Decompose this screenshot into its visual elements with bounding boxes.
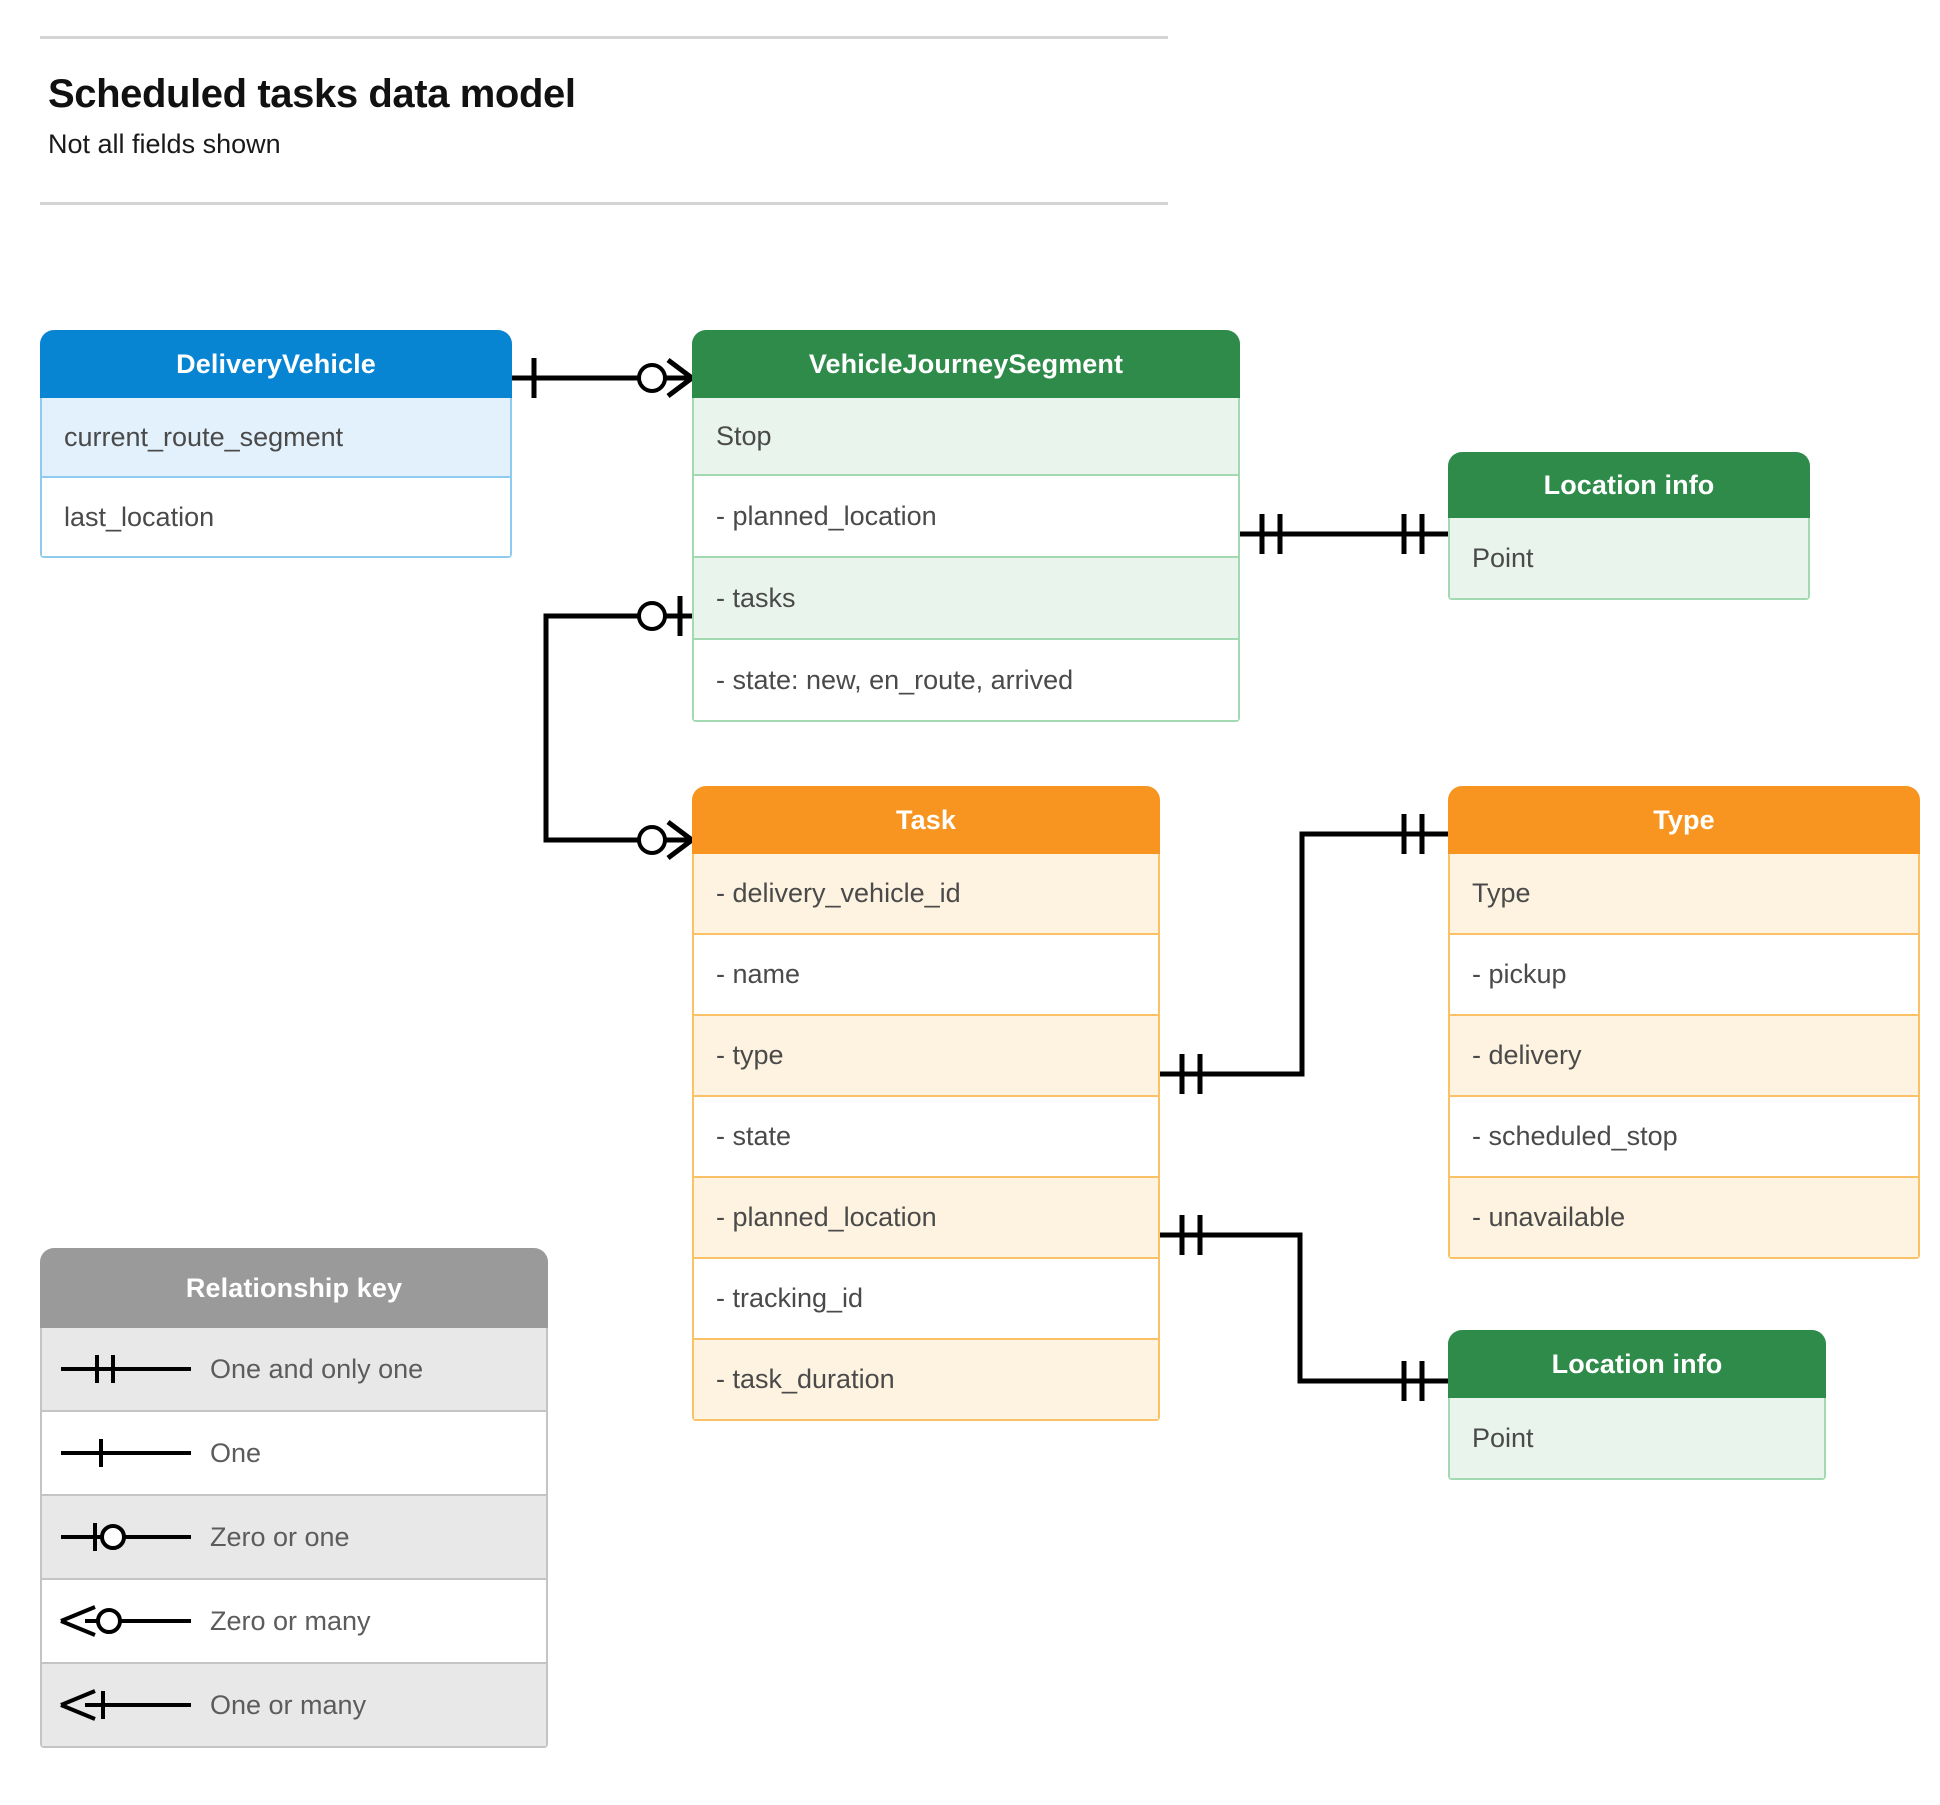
one-or-many-icon [42, 1685, 210, 1725]
entity-task-fields: - delivery_vehicle_id - name - type - st… [692, 854, 1160, 1421]
entity-location-info-bottom-title: Location info [1448, 1330, 1826, 1398]
header-divider-top [40, 36, 1168, 39]
one-icon [42, 1433, 210, 1473]
field-row: - delivery_vehicle_id [694, 854, 1158, 935]
legend-item-zero-or-many: Zero or many [42, 1580, 546, 1664]
field-row: Point [1450, 1398, 1824, 1480]
connector-vjs-locationinfo-top [1240, 514, 1448, 554]
page-title: Scheduled tasks data model [48, 72, 576, 116]
legend-item-label: One and only one [210, 1353, 424, 1384]
legend-item-one-and-only-one: One and only one [42, 1328, 546, 1412]
entity-vehicle-journey-segment-fields: Stop - planned_location - tasks - state:… [692, 398, 1240, 722]
legend-item-label: One [210, 1437, 262, 1468]
field-row: - delivery [1450, 1016, 1918, 1097]
field-row: Stop [694, 398, 1238, 476]
relationship-key-legend[interactable]: Relationship key One and only one One [40, 1248, 548, 1748]
entity-location-info-top[interactable]: Location info Point [1448, 452, 1810, 600]
zero-or-one-icon [42, 1517, 210, 1557]
legend-item-label: Zero or one [210, 1521, 350, 1552]
connector-task-type [1160, 814, 1448, 1094]
field-row: - unavailable [1450, 1178, 1918, 1259]
field-row: - tasks [694, 558, 1238, 640]
entity-vehicle-journey-segment[interactable]: VehicleJourneySegment Stop - planned_loc… [692, 330, 1240, 722]
entity-delivery-vehicle-title: DeliveryVehicle [40, 330, 512, 398]
entity-location-info-top-title: Location info [1448, 452, 1810, 518]
field-row: - type [694, 1016, 1158, 1097]
field-row: - name [694, 935, 1158, 1016]
field-row: - state [694, 1097, 1158, 1178]
relationship-key-title: Relationship key [40, 1248, 548, 1328]
legend-item-label: Zero or many [210, 1605, 371, 1636]
zero-or-many-icon [42, 1601, 210, 1641]
relationship-key-items: One and only one One Zero or one [40, 1328, 548, 1748]
entity-delivery-vehicle-fields: current_route_segment last_location [40, 398, 512, 558]
one-and-only-one-icon [42, 1349, 210, 1389]
field-row: Point [1450, 518, 1808, 600]
connector-task-locationinfo-bottom [1160, 1215, 1448, 1401]
field-row: - state: new, en_route, arrived [694, 640, 1238, 722]
page-subtitle: Not all fields shown [48, 129, 281, 159]
field-row: - planned_location [694, 1178, 1158, 1259]
entity-delivery-vehicle[interactable]: DeliveryVehicle current_route_segment la… [40, 330, 512, 558]
header-divider-bottom [40, 202, 1168, 205]
entity-task-title: Task [692, 786, 1160, 854]
entity-location-info-bottom-fields: Point [1448, 1398, 1826, 1480]
entity-task[interactable]: Task - delivery_vehicle_id - name - type… [692, 786, 1160, 1421]
entity-location-info-top-fields: Point [1448, 518, 1810, 600]
entity-type-fields: Type - pickup - delivery - scheduled_sto… [1448, 854, 1920, 1259]
field-row: - task_duration [694, 1340, 1158, 1421]
legend-item-one: One [42, 1412, 546, 1496]
legend-item-zero-or-one: Zero or one [42, 1496, 546, 1580]
field-row: last_location [42, 478, 510, 558]
field-row: - scheduled_stop [1450, 1097, 1918, 1178]
legend-item-one-or-many: One or many [42, 1664, 546, 1748]
field-row: - pickup [1450, 935, 1918, 1016]
field-row: Type [1450, 854, 1918, 935]
field-row: - planned_location [694, 476, 1238, 558]
legend-item-label: One or many [210, 1689, 367, 1720]
field-row: - tracking_id [694, 1259, 1158, 1340]
entity-vehicle-journey-segment-title: VehicleJourneySegment [692, 330, 1240, 398]
entity-type[interactable]: Type Type - pickup - delivery - schedule… [1448, 786, 1920, 1259]
entity-location-info-bottom[interactable]: Location info Point [1448, 1330, 1826, 1480]
connector-vjs-task [543, 596, 694, 860]
entity-type-title: Type [1448, 786, 1920, 854]
connector-deliveryvehicle-vehiclejourneysegment [512, 358, 694, 398]
field-row: current_route_segment [42, 398, 510, 478]
